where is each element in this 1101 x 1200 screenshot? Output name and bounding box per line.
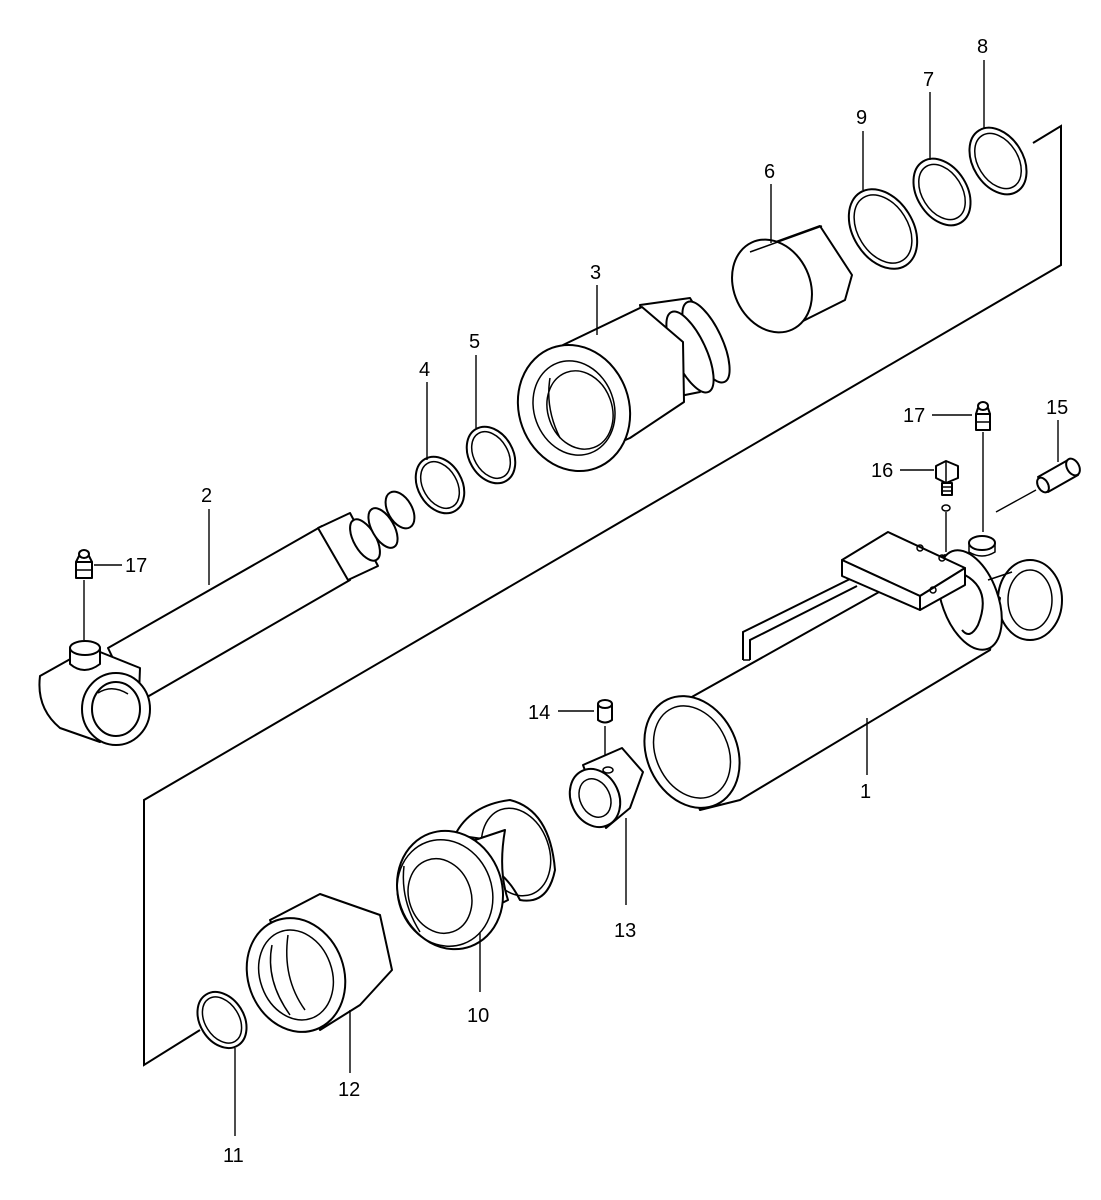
- callout-1: 1: [860, 781, 871, 803]
- part-set-screw: [597, 699, 613, 724]
- callout-4: 4: [419, 359, 430, 381]
- callout-5: 5: [469, 331, 480, 353]
- part-seal-ring-9: [847, 188, 919, 270]
- part-seal-ring-4: [414, 455, 466, 515]
- callout-10: 10: [467, 1005, 489, 1027]
- part-lock-collar: [568, 747, 644, 829]
- callout-7: 7: [923, 69, 934, 91]
- part-seal-ring-5: [465, 425, 517, 485]
- part-grease-nipple-rod: [75, 549, 93, 579]
- part-piston: [731, 225, 853, 334]
- part-piston-rod: [38, 490, 416, 746]
- callout-15: 15: [1046, 397, 1068, 419]
- callout-17-rod: 17: [125, 555, 147, 577]
- part-grease-nipple-tube: [975, 401, 991, 431]
- callout-12: 12: [338, 1079, 360, 1101]
- part-piston-lower: [396, 799, 556, 951]
- callout-8: 8: [977, 36, 988, 58]
- callout-11: 11: [223, 1145, 244, 1167]
- callout-9: 9: [856, 107, 867, 129]
- part-plug-bolt: [935, 460, 959, 512]
- part-ring-11: [196, 991, 248, 1049]
- callout-2: 2: [201, 485, 212, 507]
- callout-6: 6: [764, 161, 775, 183]
- part-cylinder-tube: [643, 531, 1063, 811]
- part-seal-ring-7: [912, 157, 972, 227]
- callout-14: 14: [528, 702, 550, 724]
- callout-16: 16: [871, 460, 893, 482]
- part-bushing: [245, 893, 393, 1033]
- part-pin: [1036, 457, 1081, 494]
- part-cylinder-head: [516, 297, 731, 473]
- callout-13: 13: [614, 920, 636, 942]
- callout-3: 3: [590, 262, 601, 284]
- assembly-boundary: [143, 124, 1062, 1067]
- part-seal-ring-8: [968, 126, 1028, 196]
- leader-15-axis: [995, 489, 1037, 513]
- callout-17-tube: 17: [903, 405, 925, 427]
